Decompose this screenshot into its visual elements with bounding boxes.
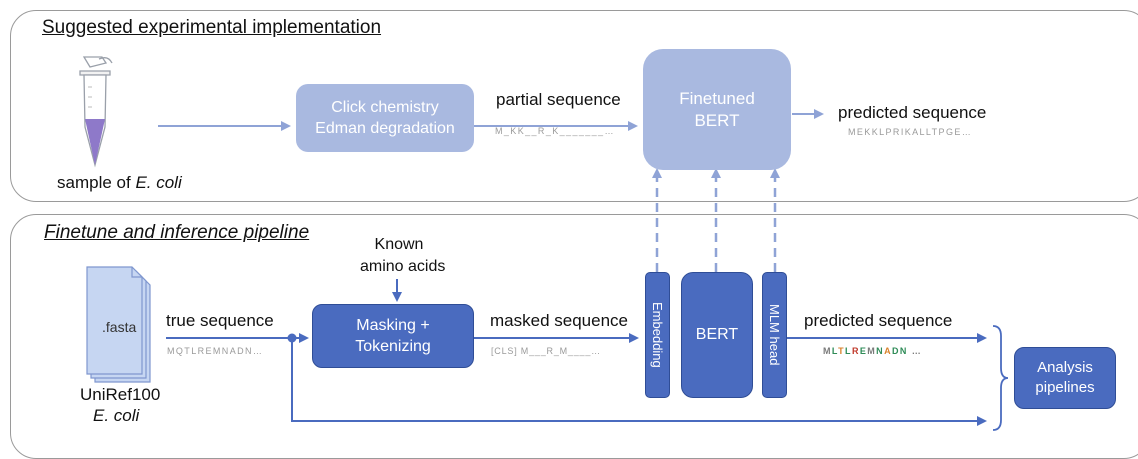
experimental-title: Suggested experimental implementation bbox=[42, 17, 382, 38]
predicted-residue: E bbox=[859, 346, 868, 356]
sample-label: sample of E. coli bbox=[57, 173, 182, 192]
bottom-predicted-label: predicted sequence bbox=[804, 311, 953, 330]
experimental-panel bbox=[10, 10, 1138, 202]
embedding-box: Embedding bbox=[645, 272, 670, 398]
partial-sequence-value: M_KK__R_K_______… bbox=[495, 126, 615, 136]
top-predicted-label: predicted sequence bbox=[838, 103, 987, 122]
predicted-residue: A bbox=[884, 346, 892, 356]
test-tube-icon bbox=[79, 56, 113, 168]
predicted-residue: M bbox=[823, 346, 832, 356]
connectors bbox=[79, 56, 1009, 431]
predicted-residue: R bbox=[851, 346, 860, 356]
top-predicted-value: MEKKLPRIKALLTPGE… bbox=[848, 127, 973, 137]
bottom-predicted-value: MLTLREMNADN … bbox=[823, 346, 922, 356]
pipeline-title: Finetune and inference pipeline bbox=[44, 222, 310, 243]
predicted-residue: D bbox=[891, 346, 900, 356]
curly-brace bbox=[992, 325, 1009, 431]
predicted-residue: … bbox=[907, 346, 923, 356]
mlm-head-box: MLM head bbox=[762, 272, 787, 398]
uniref-label: UniRef100 bbox=[80, 385, 161, 404]
predicted-residue: M bbox=[867, 346, 877, 356]
masked-sequence-label: masked sequence bbox=[490, 311, 628, 330]
predicted-residue: N bbox=[899, 346, 908, 356]
fasta-label: .fasta bbox=[102, 319, 137, 335]
masked-sequence-value: [CLS] M___R_M____… bbox=[491, 346, 601, 356]
true-sequence-label: true sequence bbox=[166, 311, 274, 330]
fasta-file-icon bbox=[86, 266, 151, 383]
predicted-residue: N bbox=[876, 346, 885, 356]
true-sequence-value: MQTLREMNADN… bbox=[167, 346, 264, 356]
predicted-residue: T bbox=[838, 346, 846, 356]
arrow-branch-to-analysis bbox=[291, 338, 987, 426]
predicted-residue: L bbox=[831, 346, 839, 356]
bert-box: BERT bbox=[681, 272, 753, 398]
predicted-residue: L bbox=[845, 346, 852, 356]
partial-sequence-label: partial sequence bbox=[496, 90, 621, 109]
ecoli-label: E. coli bbox=[93, 406, 140, 425]
masking-tokenizing-box: Masking +Tokenizing bbox=[312, 304, 474, 368]
